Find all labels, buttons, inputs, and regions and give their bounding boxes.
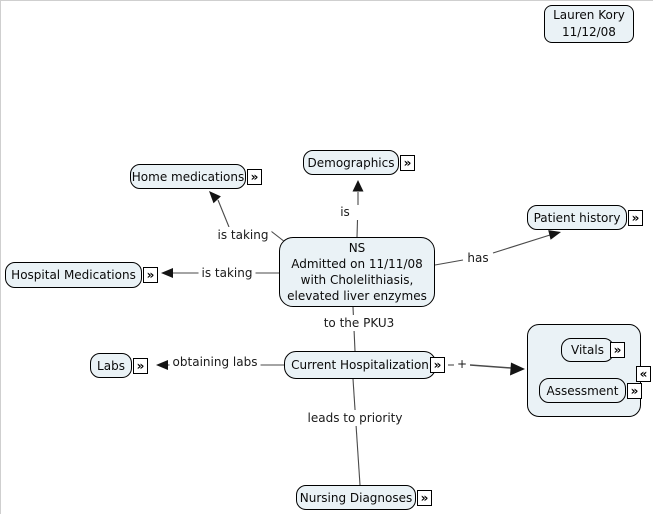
arrowhead-home-medications xyxy=(209,191,221,204)
arrowhead-demographics xyxy=(352,180,364,192)
group-vitals-assessment[interactable]: Vitals » Assessment » « xyxy=(527,324,651,417)
node-patient-history[interactable]: Patient history » xyxy=(527,205,643,230)
node-label: Labs xyxy=(97,358,125,373)
node-label: Current Hospitalization xyxy=(291,358,429,372)
link-line-is-taking-home[interactable] xyxy=(217,199,230,228)
arrowhead-labs xyxy=(156,360,168,370)
node-label: Nursing Diagnoses xyxy=(299,490,413,505)
link-line-is[interactable] xyxy=(356,219,359,238)
link-label-is-taking-hospital[interactable]: is taking xyxy=(198,265,256,281)
link-label-has[interactable]: has xyxy=(464,250,492,266)
node-label: Demographics xyxy=(307,155,395,170)
link-line-has[interactable] xyxy=(492,234,551,254)
collapse-icon[interactable]: « xyxy=(636,366,651,382)
expand-icon[interactable]: » xyxy=(430,357,445,373)
node-vitals[interactable]: Vitals » xyxy=(561,338,625,362)
expand-icon[interactable]: » xyxy=(628,209,643,226)
node-ns-patient[interactable]: NS Admitted on 11/11/08 with Cholelithia… xyxy=(279,237,435,307)
author-label: Lauren Kory 11/12/08 xyxy=(553,8,625,39)
node-label: Hospital Medications xyxy=(11,268,136,282)
node-home-medications[interactable]: Home medications » xyxy=(130,164,262,189)
node-label: NS Admitted on 11/11/08 with Cholelithia… xyxy=(287,241,427,303)
link-label-leads-to-priority[interactable]: leads to priority xyxy=(304,410,406,426)
expand-icon[interactable]: » xyxy=(610,342,625,358)
node-label: Home medications xyxy=(131,169,245,184)
node-assessment[interactable]: Assessment » xyxy=(539,378,642,403)
expand-icon[interactable]: » xyxy=(143,267,158,283)
expand-icon[interactable]: » xyxy=(133,357,148,374)
arrowhead-patient-history xyxy=(548,230,561,240)
link-line-leads-to-priority[interactable] xyxy=(352,378,361,486)
arrowhead-group xyxy=(510,362,525,376)
node-labs[interactable]: Labs » xyxy=(90,353,148,378)
link-label-is-taking-home[interactable]: is taking xyxy=(214,227,272,243)
link-line-plus[interactable] xyxy=(469,364,512,369)
node-author[interactable]: Lauren Kory 11/12/08 xyxy=(544,5,634,43)
arrowhead-hospital-medications xyxy=(161,268,173,278)
link-label-plus[interactable]: + xyxy=(453,356,471,372)
node-label: Assessment xyxy=(546,383,619,398)
expand-icon[interactable]: » xyxy=(417,489,432,506)
link-line-has[interactable] xyxy=(434,259,464,266)
node-nursing-diagnoses[interactable]: Nursing Diagnoses » xyxy=(296,485,432,510)
expand-icon[interactable]: » xyxy=(627,382,642,399)
node-demographics[interactable]: Demographics » xyxy=(303,150,415,175)
link-label-obtaining-labs[interactable]: obtaining labs xyxy=(169,354,261,370)
node-label: Vitals xyxy=(571,343,604,357)
expand-icon[interactable]: » xyxy=(247,168,262,185)
link-label-is[interactable]: is xyxy=(337,204,353,220)
expand-icon[interactable]: » xyxy=(400,154,415,171)
link-label-to-the-pku3[interactable]: to the PKU3 xyxy=(320,315,398,331)
node-current-hospitalization[interactable]: Current Hospitalization » xyxy=(284,351,445,379)
node-label: Patient history xyxy=(533,210,621,225)
node-hospital-medications[interactable]: Hospital Medications » xyxy=(5,262,158,288)
